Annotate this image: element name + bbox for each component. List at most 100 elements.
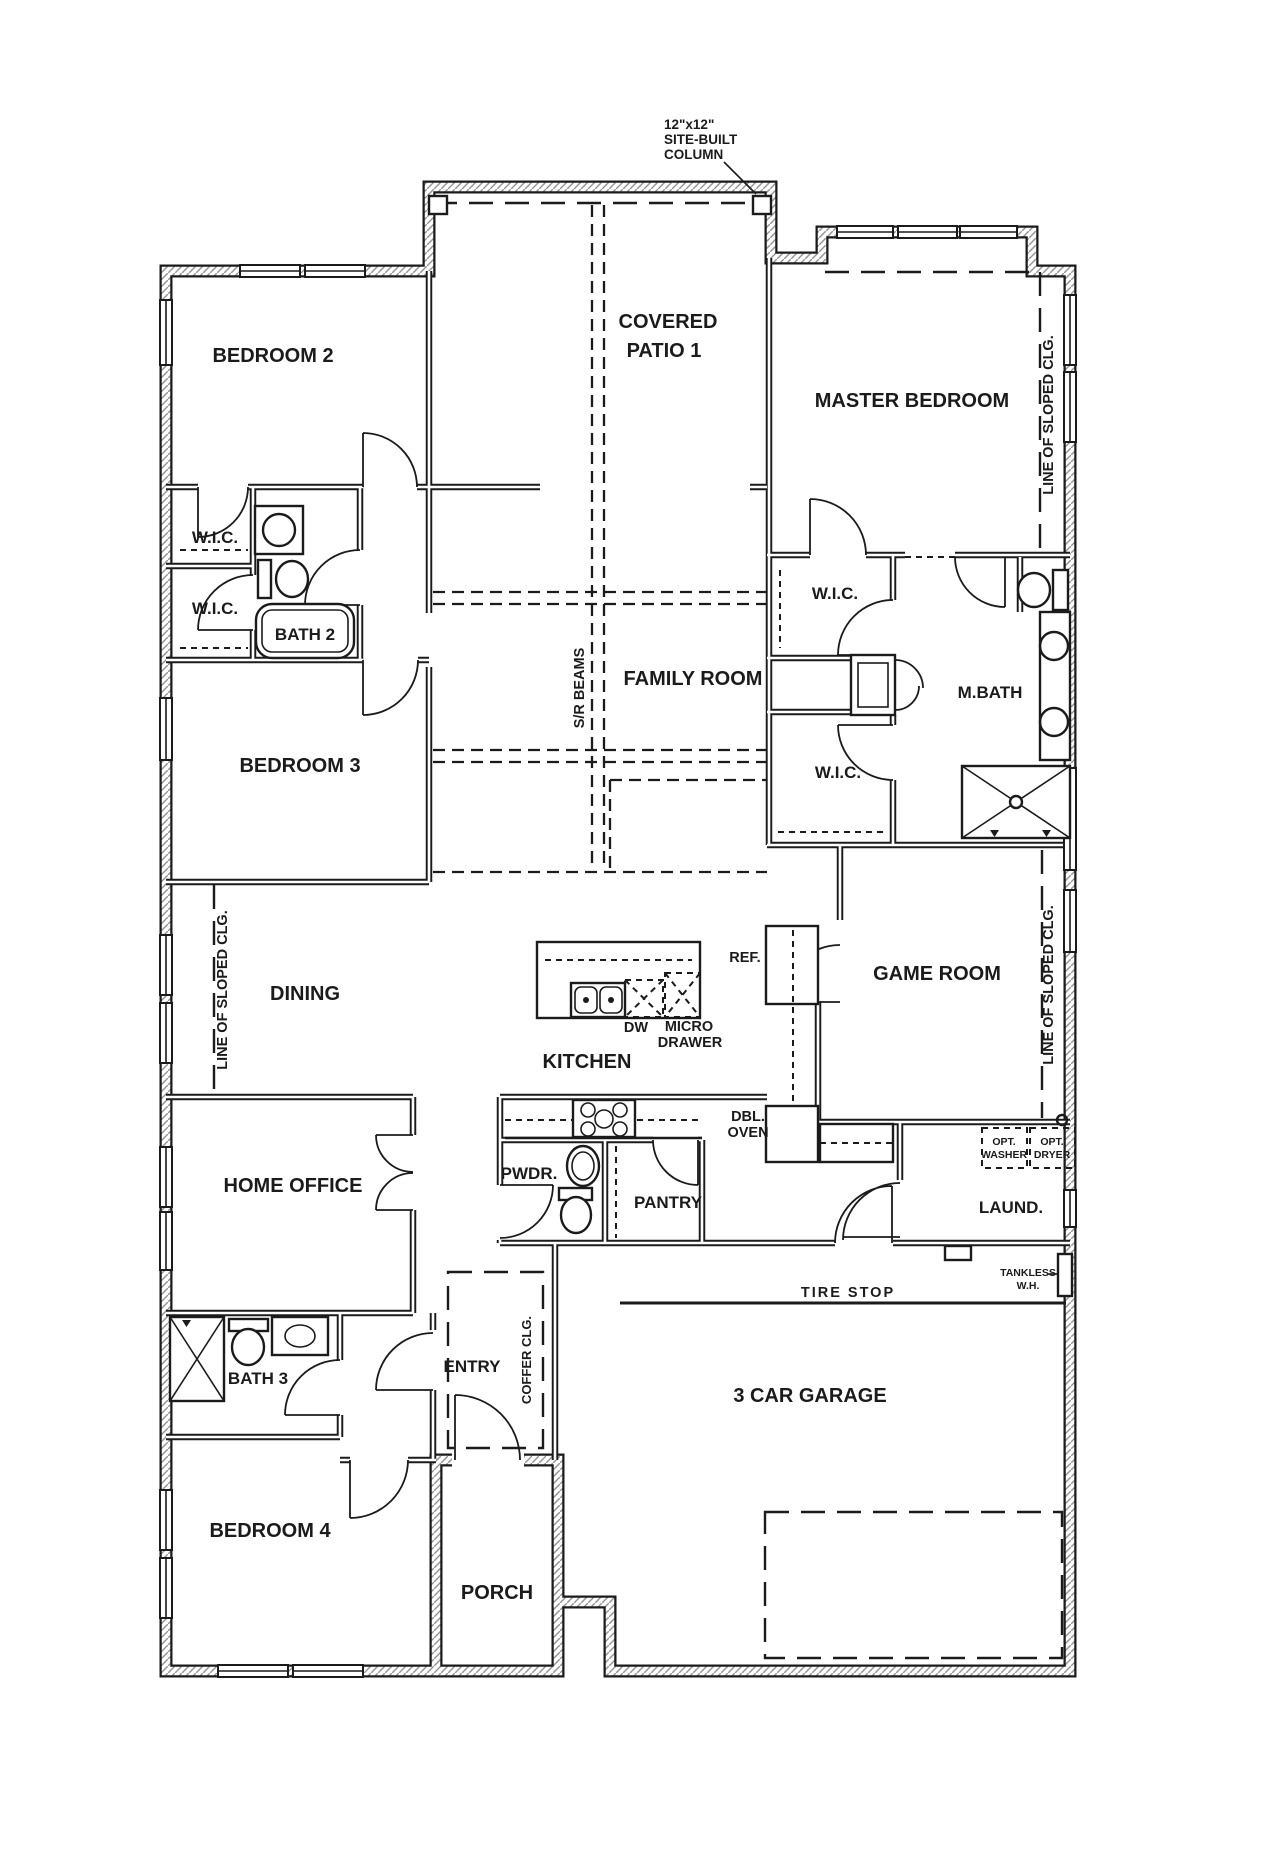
bath3-vanity [270, 1315, 330, 1357]
bath3-shower-x [169, 1316, 225, 1402]
bath3-toilet-bowl [230, 1327, 266, 1367]
garage-step [943, 1244, 973, 1262]
column-leader-line [723, 161, 757, 195]
room-label-wic-master-2: W.I.C. [815, 763, 861, 782]
mbath-toilet-bowl [1016, 571, 1052, 609]
interior-walls [166, 258, 1070, 1464]
cooktop [571, 1098, 637, 1139]
opt-washer-box [981, 1127, 1028, 1169]
island-sink-basin-1 [574, 986, 598, 1014]
mbath-sink-1 [1038, 630, 1070, 662]
callout-dbl-oven-1: DBL. [731, 1109, 765, 1125]
room-label-covered-patio-2: PATIO 1 [627, 340, 702, 362]
pwdr-toilet-bowl [559, 1195, 593, 1235]
bath2-tub [254, 602, 356, 660]
callout-tankless-1: TANKLESS [1000, 1267, 1056, 1279]
room-label-porch: PORCH [461, 1582, 533, 1604]
dishwasher [624, 979, 664, 1018]
mbath-linen-inner [857, 662, 889, 708]
room-label-bedroom4: BEDROOM 4 [209, 1520, 331, 1542]
island-sink-basin-2 [599, 986, 623, 1014]
laundry-fixtures [818, 1113, 1076, 1298]
callout-tire-stop: TIRE STOP [801, 1285, 895, 1301]
callout-opt-washer-2: WASHER [981, 1149, 1028, 1161]
window-horizontal [217, 225, 1018, 1678]
room-label-bedroom3: BEDROOM 3 [239, 755, 360, 777]
callout-opt-dryer-1: OPT. [1040, 1136, 1063, 1148]
opt-dryer-box [1029, 1127, 1076, 1169]
callout-ref: REF. [729, 950, 760, 966]
room-label-laundry: LAUND. [979, 1198, 1043, 1217]
mbath-toilet-tank [1051, 568, 1070, 612]
coffer-ceiling-outline [446, 1270, 545, 1450]
room-label-family-room: FAMILY ROOM [624, 668, 763, 690]
callout-dbl-oven-2: OVEN [727, 1125, 768, 1141]
room-label-bath2: BATH 2 [275, 625, 335, 644]
pwdr-sink-inner [571, 1151, 595, 1181]
bath2-tub-inner [261, 609, 349, 653]
labels: 12"x12" SITE-BUILT COLUMN BEDROOM 2 COVE… [192, 117, 1071, 1604]
room-label-covered-patio-1: COVERED [619, 311, 718, 333]
room-label-bath3: BATH 3 [228, 1369, 288, 1388]
bath2-sink [261, 512, 297, 548]
sloped-ceiling-line-master [825, 270, 1042, 552]
closet-shelf-lines [180, 549, 888, 1238]
kitchen-ceiling-break [433, 778, 767, 874]
callout-sloped-clg-master: LINE OF SLOPED CLG. [1041, 335, 1057, 495]
bath3-sink [284, 1324, 316, 1348]
column-note-line2: SITE-BUILT [664, 132, 738, 147]
callout-sr-beams: S/R BEAMS [572, 647, 588, 728]
room-label-home-office: HOME OFFICE [224, 1175, 363, 1197]
garage-door-dashed [763, 1510, 1064, 1660]
front-door-opening [452, 1451, 524, 1469]
micro-drawer-x [664, 972, 701, 1018]
mbath-shower-heads [990, 830, 1051, 837]
room-label-master-bedroom: MASTER BEDROOM [815, 390, 1009, 412]
room-label-garage: 3 CAR GARAGE [733, 1385, 886, 1407]
room-label-dining: DINING [270, 983, 340, 1005]
room-label-pwdr: PWDR. [501, 1164, 558, 1183]
bath2-fixtures [253, 504, 356, 660]
tankless-water-heater [1056, 1252, 1074, 1298]
double-oven [764, 1104, 820, 1164]
bath2-toilet-tank [256, 558, 273, 600]
micro-drawer-box [664, 972, 701, 1018]
kitchen-fixtures [505, 924, 820, 1164]
callout-sloped-clg-dining: LINE OF SLOPED CLG. [215, 910, 231, 1070]
sr-beam-lines [433, 205, 767, 868]
callout-tankless-2: W.H. [1017, 1280, 1040, 1292]
patio-column-left [427, 194, 449, 216]
bath2-toilet-bowl [274, 559, 310, 599]
room-label-pantry: PANTRY [634, 1193, 703, 1212]
ceiling-and-beam-lines [180, 201, 1064, 1660]
column-note-line1: 12"x12" [664, 117, 714, 132]
callout-sloped-clg-game: LINE OF SLOPED CLG. [1041, 905, 1057, 1065]
room-label-bedroom2: BEDROOM 2 [212, 345, 333, 367]
powder-fixtures [557, 1144, 601, 1235]
sink-drain-2 [608, 997, 614, 1003]
callout-opt-washer-1: OPT. [992, 1136, 1015, 1148]
room-label-wic-2: W.I.C. [192, 599, 238, 618]
callout-micro-1: MICRO [665, 1019, 713, 1035]
sink-drain-1 [583, 997, 589, 1003]
room-label-entry: ENTRY [444, 1357, 502, 1376]
dishwasher-x [624, 979, 664, 1018]
mbath-sink-2 [1038, 706, 1070, 738]
room-label-game-room: GAME ROOM [873, 963, 1001, 985]
room-label-wic-master-1: W.I.C. [812, 584, 858, 603]
mbath-shower-drain [1008, 794, 1024, 810]
bath3-fixtures [168, 1315, 330, 1403]
callout-opt-dryer-2: DRYER [1034, 1149, 1071, 1161]
room-label-kitchen: KITCHEN [543, 1051, 632, 1073]
bath3-shower-head [182, 1320, 191, 1327]
master-bath-fixtures [849, 568, 1072, 840]
room-label-mbath: M.BATH [958, 683, 1023, 702]
site-built-column [751, 194, 773, 216]
floor-drain [1055, 1113, 1069, 1127]
column-note-line3: COLUMN [664, 147, 723, 162]
room-label-wic-1: W.I.C. [192, 528, 238, 547]
callout-micro-2: DRAWER [658, 1035, 723, 1051]
callout-dw: DW [624, 1020, 648, 1036]
